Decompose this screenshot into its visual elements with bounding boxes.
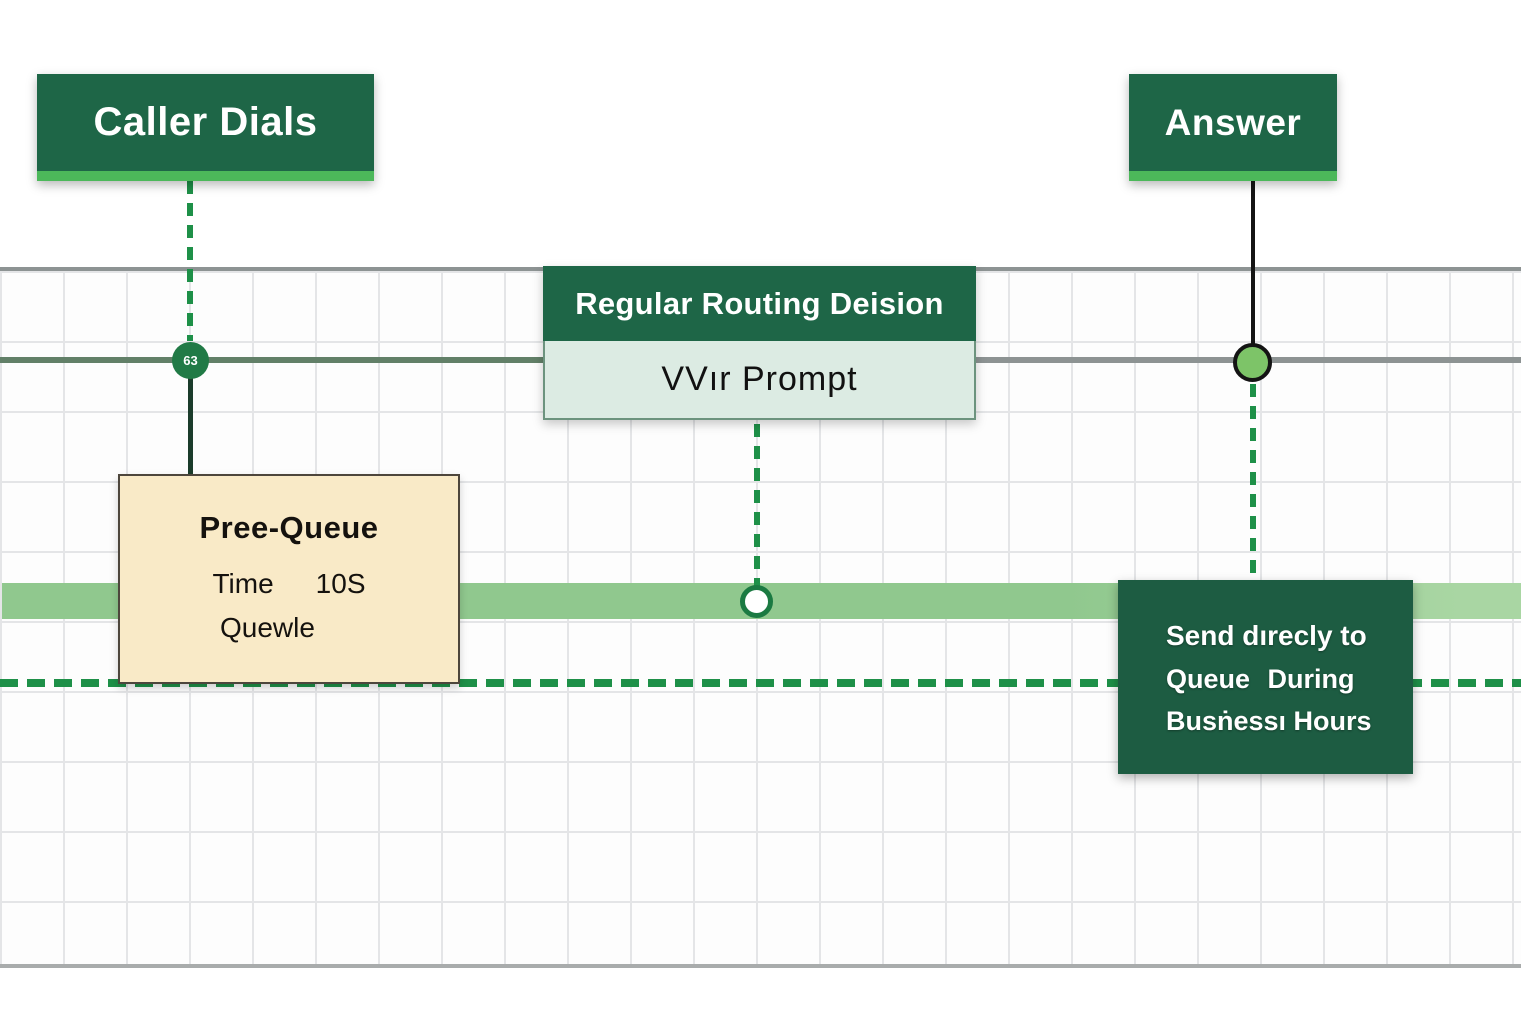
dashed-threshold-line xyxy=(0,679,1521,687)
send-directly-line3: Busṅessı Hours xyxy=(1166,706,1372,736)
ivr-dashed-connector xyxy=(754,424,760,586)
pre-queue-title: Pree-Queue xyxy=(199,510,379,545)
caller-to-prequeue-connector xyxy=(188,377,193,475)
node-answer: Answer xyxy=(1129,74,1337,181)
send-directly-line1: Send dırecly to xyxy=(1166,620,1367,651)
answer-label: Answer xyxy=(1164,101,1302,143)
node-send-directly: Send dırecly to Queue During Busṅessı Ho… xyxy=(1118,580,1413,774)
routing-decision-header: Regular Routing Deision xyxy=(543,266,976,341)
node-routing-decision: Regular Routing Deision VVır Prompt xyxy=(543,266,976,420)
answer-dashed-connector xyxy=(1250,384,1256,580)
timeline-line-left xyxy=(0,357,543,363)
pre-queue-time-row: Time 10S xyxy=(212,568,365,600)
pre-queue-time-value: 10S xyxy=(315,568,366,599)
send-directly-line2: Queue During xyxy=(1166,664,1355,694)
ivr-prompt-label: VVır Prompt xyxy=(661,360,858,398)
answer-event-marker xyxy=(1233,343,1272,382)
routing-decision-title: Regular Routing Deision xyxy=(575,285,944,321)
node-caller-dials: Caller Dials xyxy=(37,74,374,181)
ivr-prompt-body: VVır Prompt xyxy=(543,341,976,420)
caller-event-marker-label: 63 xyxy=(183,353,198,368)
answer-connector xyxy=(1251,181,1255,344)
pre-queue-queue-label: Quewle xyxy=(220,612,315,643)
ivr-event-marker xyxy=(740,585,773,618)
caller-dials-label: Caller Dials xyxy=(93,100,318,144)
node-pre-queue: Pree-Queue Time 10S Quewle xyxy=(118,474,460,684)
caller-event-marker: 63 xyxy=(172,342,209,379)
caller-dials-dashed-connector xyxy=(187,181,193,341)
pre-queue-time-label: Time xyxy=(212,568,274,599)
